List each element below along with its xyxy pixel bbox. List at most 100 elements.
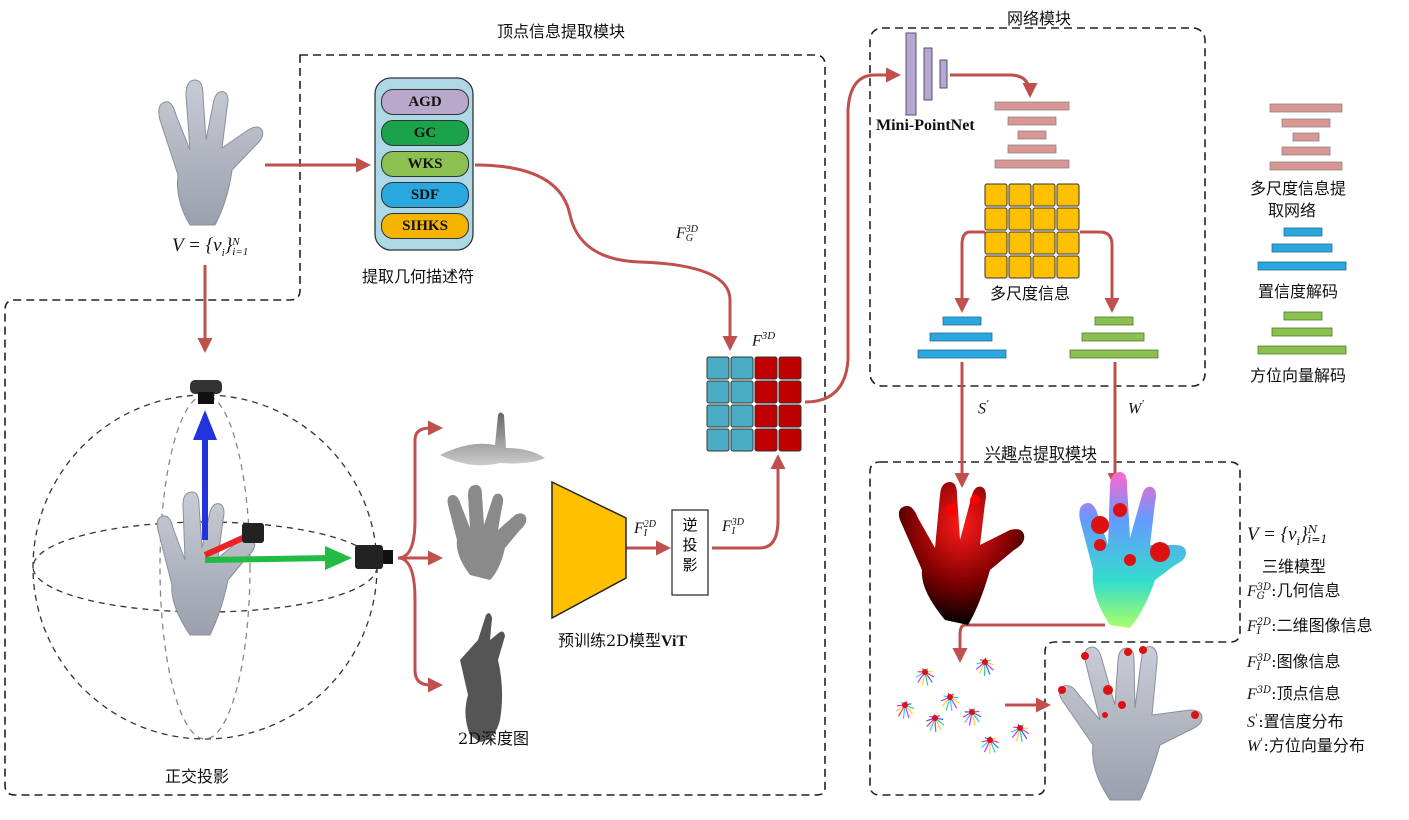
legend-direction-label: 方位向量解码 [1250,366,1347,385]
grid-cell [730,428,754,452]
key-entry: 三维模型 [1262,557,1327,576]
cluster-center [902,702,908,708]
arrow-inverse-to-f3d [712,454,786,550]
arrow-camera-to-depth-bot [397,556,443,693]
grid-cell [706,356,730,380]
vit-model [551,480,627,620]
x-axis-arrow [204,555,331,563]
grid-cell [778,428,802,452]
grid-cell [1008,255,1032,279]
vertex-module-frame [4,54,826,796]
mini-pointnet-bars [905,32,948,116]
cluster-center [969,709,975,715]
legend-confidence-label: 置信度解码 [1258,282,1339,301]
legend-multiscale-label: 多尺度信息提 [1250,179,1347,198]
grid-cell [1008,231,1032,255]
grid-cell [754,380,778,404]
grid-cell [730,356,754,380]
cluster-center [932,715,938,721]
grid-cell [1056,183,1080,207]
w-prime-label: W' [1128,398,1144,418]
confidence-decode-bars [917,316,1007,359]
depth-map-top [440,412,545,466]
interest-module-title: 兴趣点提取模块 [985,444,1098,463]
grid-cell [706,380,730,404]
interest-module-frame [869,461,1241,796]
grid-cell [1008,183,1032,207]
arrow-heat-to-points [952,623,1105,663]
legend-multiscale-bars [1269,103,1343,171]
camera-side-icon [355,545,393,569]
grid-cell [1032,255,1056,279]
grid-cell [984,231,1008,255]
ortho-projection-label: 正交投影 [165,767,230,786]
cluster-center [922,669,928,675]
grid-cell [1032,207,1056,231]
depth-map-mid [447,485,527,580]
grid-cell [1032,231,1056,255]
depth-map-label: 2D深度图 [458,729,530,748]
grid-cell [1032,183,1056,207]
keypoint-markers [1091,503,1170,566]
grid-cell [754,404,778,428]
key-entry: S' :置信度分布 [1247,712,1344,731]
multiscale-info-label: 多尺度信息 [990,284,1071,303]
grid-cell [778,404,802,428]
legend-multiscale-label-2: 取网络 [1268,201,1317,220]
cluster-center [947,694,953,700]
multiscale-feature-grid [984,183,1080,279]
arrow-grid-right [1080,230,1120,313]
depth-map-bot [460,613,505,742]
vertex-module-title: 顶点信息提取模块 [497,22,626,41]
grid-cell [754,428,778,452]
grid-cell [984,183,1008,207]
point-clusters [895,657,1030,755]
multiscale-network-bars [994,101,1070,169]
grid-cell [706,428,730,452]
descriptor-sdf: SDF [381,182,469,208]
cluster-center [982,659,988,665]
f3d-label: F3D [752,330,776,350]
inverse-projection-box [671,509,709,596]
grid-cell [778,356,802,380]
grid-cell [706,404,730,428]
arrow-grid-left [954,230,985,313]
inverse-projection-label: 逆投影 [682,516,698,574]
cluster-center [1017,725,1023,731]
network-module-title: 网络模块 [1007,9,1072,28]
descriptor-agd: AGD [381,89,469,115]
confidence-heatmap-hand [898,482,1025,625]
camera-front-icon [242,523,264,543]
direction-vector-hand [1079,472,1186,628]
grid-cell [1056,207,1080,231]
legend-confidence-bars [1257,227,1347,271]
arrow-descriptors-to-f3d [474,163,738,351]
grid-cell [730,380,754,404]
y-axis-arrow [203,534,247,558]
mini-pointnet-label: Mini-PointNet [876,117,975,134]
grid-cell [984,207,1008,231]
f3d-feature-grid [706,356,802,452]
network-module-frame [869,27,1206,387]
arrow-f3d-to-pointnet [804,67,901,404]
extract-descriptors-label: 提取几何描述符 [362,267,475,286]
result-hand-icon [1058,646,1203,801]
grid-cell [1008,207,1032,231]
grid-cell [778,380,802,404]
grid-cell [1056,255,1080,279]
key-entry: W' :方位向量分布 [1247,736,1365,755]
legend-direction-bars [1257,311,1347,355]
grid-cell [754,356,778,380]
camera-top-icon [190,380,222,404]
grid-cell [730,404,754,428]
grid-cell [1056,231,1080,255]
descriptor-sihks: SIHKS [381,213,469,239]
